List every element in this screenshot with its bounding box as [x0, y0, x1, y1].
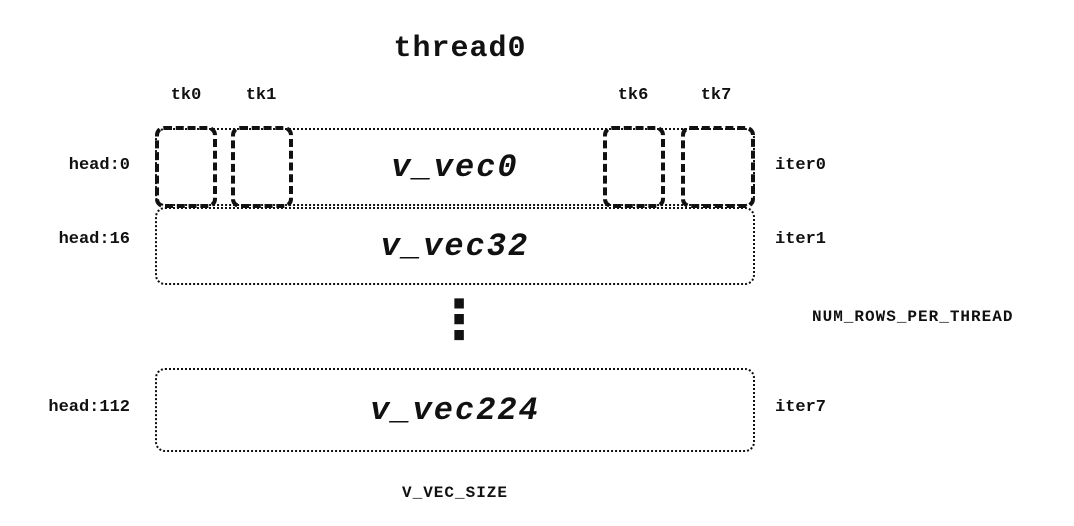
tk6-box	[603, 126, 665, 208]
diagram-title: thread0	[393, 32, 527, 66]
head112-label: head:112	[48, 398, 130, 417]
v-vec224-label: v_vec224	[370, 391, 540, 429]
iter7-label: iter7	[775, 398, 827, 417]
v-vec224-row: v_vec224	[155, 368, 755, 452]
head0-label: head:0	[68, 156, 130, 175]
tk1-box	[231, 126, 293, 208]
tk6-label: tk6	[617, 86, 649, 105]
vertical-ellipsis: ⋮	[432, 288, 486, 351]
head16-label: head:16	[58, 230, 130, 249]
tk7-label: tk7	[700, 86, 732, 105]
tk1-label: tk1	[245, 86, 277, 105]
v-vec32-label: v_vec32	[380, 227, 530, 265]
num-rows-per-thread-label: NUM_ROWS_PER_THREAD	[812, 308, 1014, 326]
iter1-label: iter1	[775, 230, 827, 249]
tk0-label: tk0	[170, 86, 202, 105]
v-vec32-row: v_vec32	[155, 207, 755, 285]
iter0-label: iter0	[775, 156, 827, 175]
v-vec0-label: v_vec0	[391, 148, 519, 186]
v-vec-size-label: V_VEC_SIZE	[401, 484, 508, 502]
tk0-box	[155, 126, 217, 208]
tk7-box	[681, 126, 755, 208]
